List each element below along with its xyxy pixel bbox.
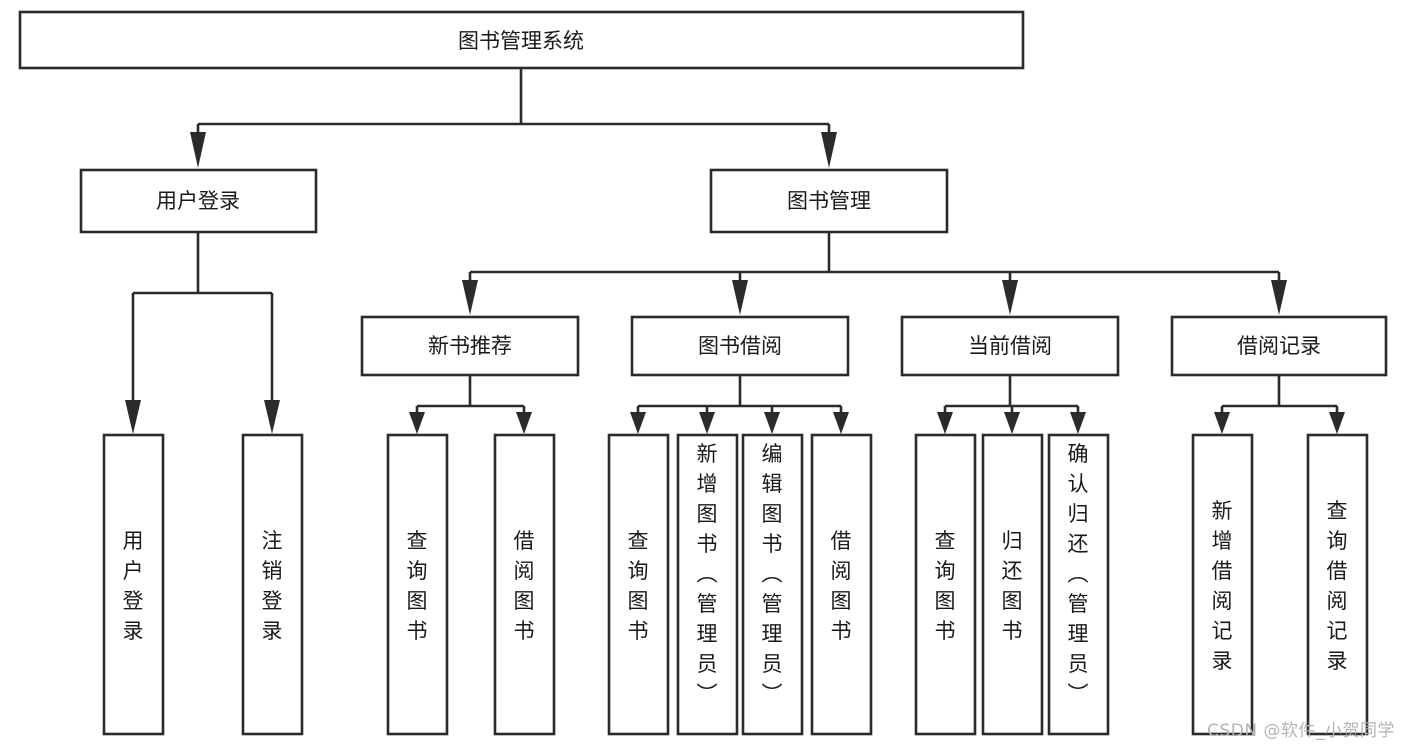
leaf-user-login-label: 用户登录 bbox=[123, 529, 144, 643]
leaf-add-borrow-record-label: 新增借阅记录 bbox=[1212, 499, 1233, 673]
node-book-borrow-label: 图书借阅 bbox=[698, 334, 782, 358]
arrow-head-icon bbox=[1070, 412, 1086, 434]
leaf-query-book-nb-label: 查询图书 bbox=[407, 529, 428, 643]
arrow-head-icon bbox=[699, 412, 715, 434]
leaf-return-book: 归还图书 bbox=[981, 433, 1044, 736]
connector-borrow-records-to-leaves bbox=[1214, 375, 1345, 434]
leaf-query-book-cb: 查询图书 bbox=[914, 433, 977, 736]
leaf-borrow-book-nb: 借阅图书 bbox=[493, 433, 556, 736]
leaf-query-borrow-record: 查询借阅记录 bbox=[1306, 433, 1369, 736]
arrow-head-icon bbox=[190, 132, 206, 168]
arrow-head-icon bbox=[630, 412, 646, 434]
arrow-head-icon bbox=[409, 412, 425, 434]
arrow-head-icon bbox=[764, 412, 780, 434]
leaf-borrow-book-bb: 借阅图书 bbox=[810, 433, 873, 736]
connector-book-borrow-to-leaves bbox=[630, 375, 849, 434]
leaf-logout: 注销登录 bbox=[241, 433, 304, 736]
node-borrow-records: 借阅记录 bbox=[1170, 315, 1388, 377]
leaf-query-book-cb-label: 查询图书 bbox=[935, 529, 956, 643]
node-user-login-label: 用户登录 bbox=[156, 189, 240, 213]
leaf-return-book-label: 归还图书 bbox=[1002, 529, 1023, 643]
arrow-head-icon bbox=[833, 412, 849, 434]
leaf-query-book-bb: 查询图书 bbox=[607, 433, 670, 736]
leaf-confirm-return-admin: 确认归还︵管理员︶ bbox=[1047, 433, 1110, 736]
node-root-label: 图书管理系统 bbox=[458, 29, 584, 53]
node-borrow-records-label: 借阅记录 bbox=[1237, 334, 1321, 358]
leaf-query-borrow-record-label: 查询借阅记录 bbox=[1327, 499, 1348, 673]
node-root: 图书管理系统 bbox=[18, 10, 1025, 70]
leaf-add-borrow-record: 新增借阅记录 bbox=[1191, 433, 1254, 736]
arrow-head-icon bbox=[516, 412, 532, 434]
arrow-head-icon bbox=[1214, 412, 1230, 434]
node-current-borrow-label: 当前借阅 bbox=[968, 334, 1052, 358]
connector-new-book-to-leaves bbox=[409, 375, 532, 434]
arrow-head-icon bbox=[937, 412, 953, 434]
arrow-head-icon bbox=[125, 400, 141, 434]
leaf-logout-label: 注销登录 bbox=[262, 529, 283, 643]
node-book-management: 图书管理 bbox=[709, 168, 949, 234]
leaf-user-login: 用户登录 bbox=[102, 433, 165, 736]
leaf-confirm-return-admin-label: 确认归还︵管理员︶ bbox=[1068, 442, 1089, 706]
arrow-head-icon bbox=[1002, 280, 1018, 315]
node-user-login: 用户登录 bbox=[79, 168, 318, 234]
node-book-management-label: 图书管理 bbox=[787, 189, 871, 213]
leaf-borrow-book-nb-label: 借阅图书 bbox=[514, 529, 535, 643]
arrow-head-icon bbox=[821, 132, 837, 168]
connector-user-login-to-leaves bbox=[125, 232, 280, 434]
leaf-query-book-nb: 查询图书 bbox=[386, 433, 449, 736]
leaf-add-book-admin: 新增图书︵管理员︶ bbox=[676, 433, 739, 736]
leaf-edit-book-admin: 编辑图书︵管理员︶ bbox=[741, 433, 804, 736]
leaf-borrow-book-bb-label: 借阅图书 bbox=[831, 529, 852, 643]
connector-current-borrow-to-leaves bbox=[937, 375, 1086, 434]
node-book-borrow: 图书借阅 bbox=[630, 315, 850, 377]
arrow-head-icon bbox=[732, 280, 748, 315]
arrow-head-icon bbox=[264, 400, 280, 434]
arrow-head-icon bbox=[462, 280, 478, 315]
arrow-head-icon bbox=[1271, 280, 1287, 315]
node-new-book-recommend-label: 新书推荐 bbox=[428, 334, 512, 358]
leaf-edit-book-admin-label: 编辑图书︵管理员︶ bbox=[762, 442, 783, 706]
leaf-query-book-bb-label: 查询图书 bbox=[628, 529, 649, 643]
leaf-add-book-admin-label: 新增图书︵管理员︶ bbox=[697, 442, 718, 706]
node-current-borrow: 当前借阅 bbox=[900, 315, 1120, 377]
arrow-head-icon bbox=[1004, 412, 1020, 434]
watermark-text: CSDN @软件_小贺同学 bbox=[1207, 721, 1395, 741]
connector-book-management-to-level3 bbox=[462, 232, 1287, 315]
node-new-book-recommend: 新书推荐 bbox=[360, 315, 580, 377]
connector-root-to-level2 bbox=[190, 68, 837, 168]
arrow-head-icon bbox=[1329, 412, 1345, 434]
